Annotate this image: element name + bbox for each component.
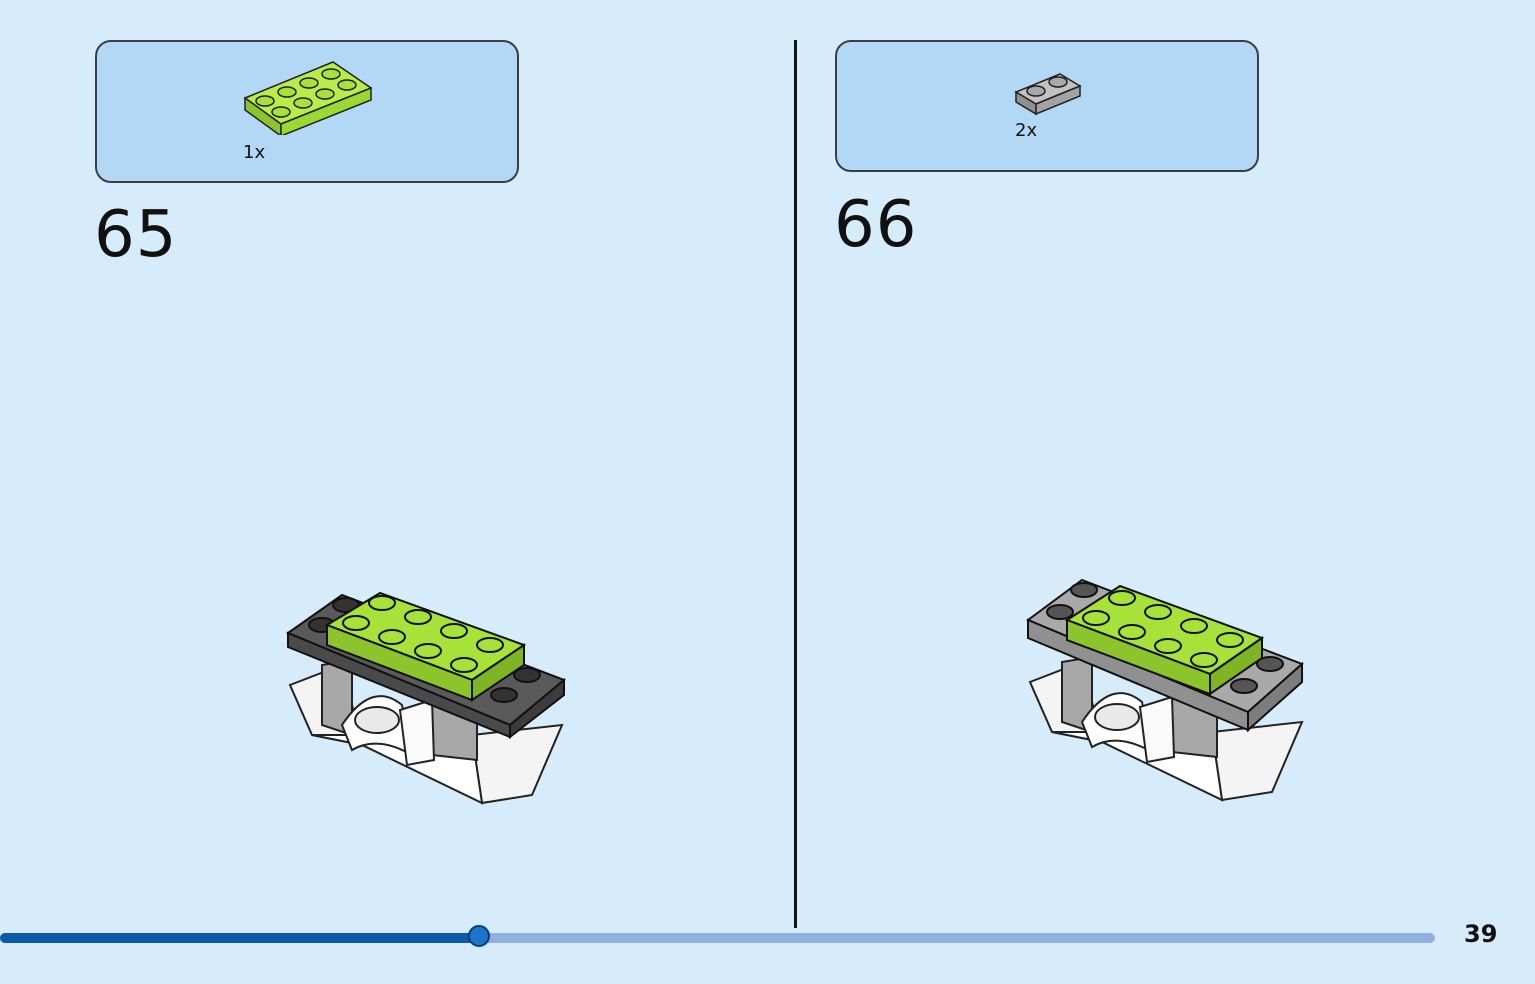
page-number: 39 [1464, 920, 1498, 948]
step-number: 65 [94, 198, 178, 272]
progress-bar-fill [0, 933, 479, 943]
parts-callout-step-65: 1x [95, 40, 519, 183]
model-illustration-step-65 [285, 591, 566, 805]
progress-bar-handle[interactable] [468, 925, 490, 947]
part-quantity: 2x [1015, 120, 1038, 141]
gray-plate-1x2-icon [1014, 73, 1082, 116]
step-number: 66 [834, 188, 918, 262]
part-quantity: 1x [243, 142, 266, 163]
lime-plate-2x4-icon [243, 61, 373, 135]
parts-callout-step-66: 2x [835, 40, 1259, 172]
page-divider [794, 40, 797, 928]
model-illustration-step-66 [1025, 578, 1304, 802]
progress-bar[interactable] [0, 925, 1435, 947]
